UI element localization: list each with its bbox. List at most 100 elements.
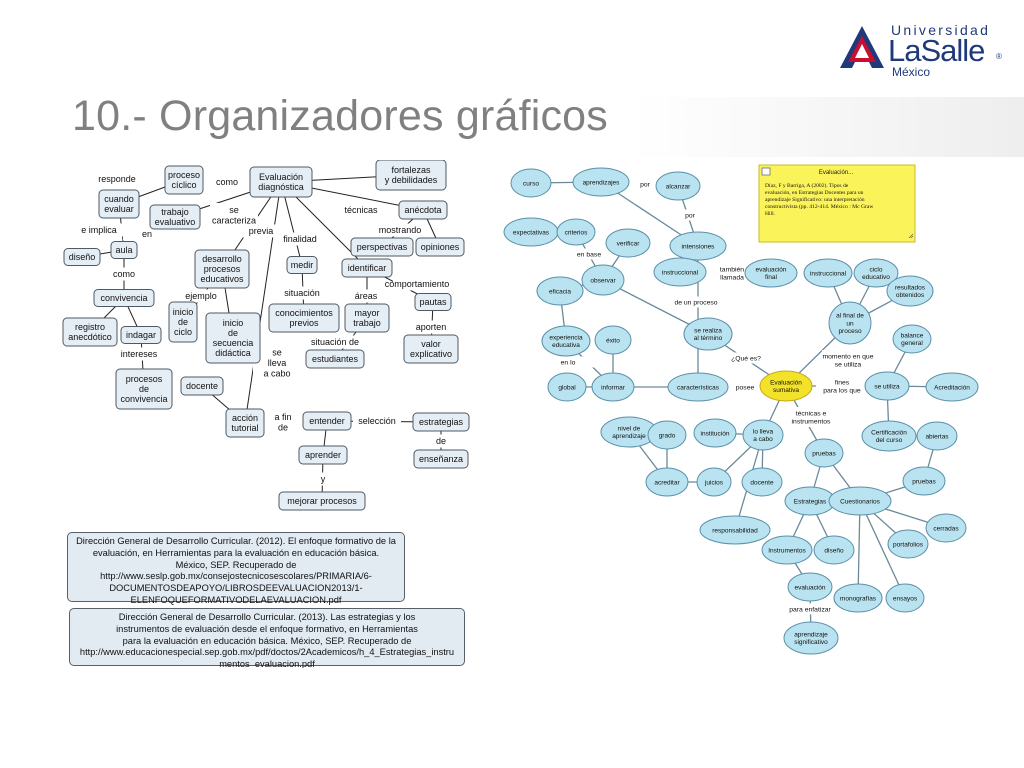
right-map-node-ellipse — [591, 372, 635, 402]
left-map-node-box — [164, 165, 204, 195]
left-map-node-box — [63, 248, 101, 266]
right-map-link-label: en lo — [561, 359, 576, 366]
left-map-link-label-bg — [115, 347, 163, 361]
right-map-node-ellipse — [804, 438, 844, 468]
left-map-link-label-bg — [299, 472, 347, 486]
right-map-node-label: juicios — [704, 479, 724, 486]
right-map-node-ellipse — [761, 535, 813, 565]
right-map-node-label: eficacia — [549, 288, 571, 295]
right-map-node-ellipse — [696, 467, 732, 497]
right-map-node-ellipse — [653, 257, 707, 287]
left-map-link-label: en — [142, 229, 152, 239]
sticky-note: Evaluación...Díaz, F y Barriga, A (2002)… — [758, 164, 916, 243]
sticky-note-close-icon[interactable] — [761, 167, 771, 176]
right-map-node-label: características — [677, 384, 720, 391]
right-map-node-ellipse — [885, 583, 925, 613]
left-map-node-box — [62, 317, 118, 347]
left-map-link-label-bg — [342, 289, 390, 303]
left-map-node-box — [194, 249, 250, 289]
right-map-node-label: institución — [701, 430, 730, 437]
sticky-note-resize-icon[interactable] — [908, 233, 914, 239]
right-map-node-ellipse — [892, 324, 932, 354]
left-map-link-label-bg — [93, 172, 141, 186]
left-map-node-box — [268, 303, 340, 333]
right-map-node-label: se utiliza — [874, 383, 900, 390]
right-map-node-label: Cuestionarios — [840, 498, 880, 505]
left-map-node-label: estrategias — [419, 417, 464, 427]
right-map-link-label-bg — [563, 248, 615, 260]
right-map-link-label-bg — [785, 407, 837, 427]
right-map-node-label: abiertas — [925, 433, 949, 440]
left-map-node-box — [341, 258, 393, 278]
right-map-link-label: posee — [736, 384, 755, 391]
right-map-node-ellipse — [594, 325, 632, 355]
right-map-connector — [854, 500, 863, 599]
left-map-node-label: pautas — [419, 297, 447, 307]
right-map-node-ellipse — [783, 621, 839, 655]
sticky-note-bg — [758, 164, 916, 243]
left-map-node-box — [403, 334, 459, 364]
left-map-link-label: y — [321, 474, 326, 484]
right-map-node-ellipse — [510, 168, 552, 198]
right-map-link-label: de un proceso — [674, 299, 717, 306]
right-map-node-ellipse — [541, 325, 591, 357]
right-map-node-label: informar — [601, 384, 626, 391]
left-map-link-label: técnicas — [344, 205, 378, 215]
left-map-node-label: diseño — [69, 252, 96, 262]
right-map-node-ellipse — [655, 171, 701, 201]
right-map-node-label: alcanzar — [666, 183, 691, 190]
left-map-node-label: medir — [291, 260, 314, 270]
left-map-link-label: mostrando — [379, 225, 422, 235]
left-map-link-label: situación de — [311, 337, 359, 347]
right-map-node-label: instruccional — [810, 270, 847, 277]
right-map-node-ellipse — [813, 535, 855, 565]
left-map-node-box — [350, 237, 414, 257]
right-map-node-ellipse — [669, 231, 727, 261]
right-map-node-label: acreditar — [654, 479, 680, 486]
logo-universidad-text: Universidad — [891, 22, 991, 38]
right-map-link-label-bg — [784, 603, 836, 615]
right-map-node-ellipse — [744, 258, 798, 288]
right-map-node-ellipse — [667, 372, 729, 402]
left-map-link-label-bg — [393, 277, 441, 291]
left-map-link-label-bg — [407, 320, 455, 334]
left-map-link-label: como — [216, 177, 238, 187]
right-map-node-label: responsabilidad — [712, 527, 758, 534]
right-map-node-ellipse — [803, 258, 853, 288]
right-map-connector — [859, 500, 906, 599]
left-map-link-label-bg — [353, 414, 401, 428]
left-map-link-label-bg — [311, 335, 359, 349]
right-map-link-label-bg — [670, 296, 722, 308]
left-map-node-box — [413, 449, 469, 469]
left-map-link-label-bg — [177, 289, 225, 303]
slide-title: 10.- Organizadores gráficos — [72, 92, 608, 140]
reference-box-2: Dirección General de Desarrollo Curricul… — [69, 608, 465, 668]
left-map-node-box — [180, 376, 224, 396]
left-map-link-label-bg — [203, 175, 251, 189]
logo-lasalle-text: LaSalle — [888, 33, 985, 68]
sticky-note-header: Evaluación... — [819, 170, 854, 176]
left-map-link-label: responde — [98, 174, 136, 184]
right-map-node-label: instruccional — [662, 269, 699, 276]
right-map-link-label-bg — [664, 209, 716, 221]
right-map-node-ellipse — [699, 515, 771, 545]
right-map-node-ellipse — [887, 529, 929, 559]
left-map-node-label: indagar — [126, 330, 156, 340]
left-map-node-box — [98, 189, 140, 219]
